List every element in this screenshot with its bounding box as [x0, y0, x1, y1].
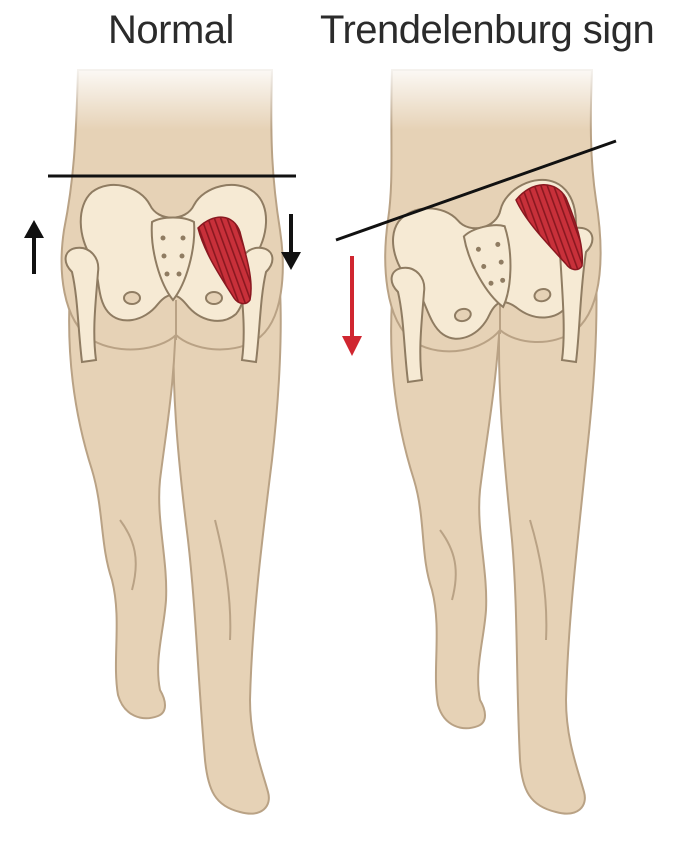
trendelenburg-figure: [336, 60, 616, 814]
normal-down-arrow-icon: [281, 214, 301, 270]
normal-standing-leg: [173, 290, 280, 814]
trend-standing-leg: [499, 270, 597, 814]
normal-figure: [24, 60, 301, 814]
normal-up-arrow-icon: [24, 220, 44, 274]
trend-down-arrow-icon: [342, 256, 362, 356]
